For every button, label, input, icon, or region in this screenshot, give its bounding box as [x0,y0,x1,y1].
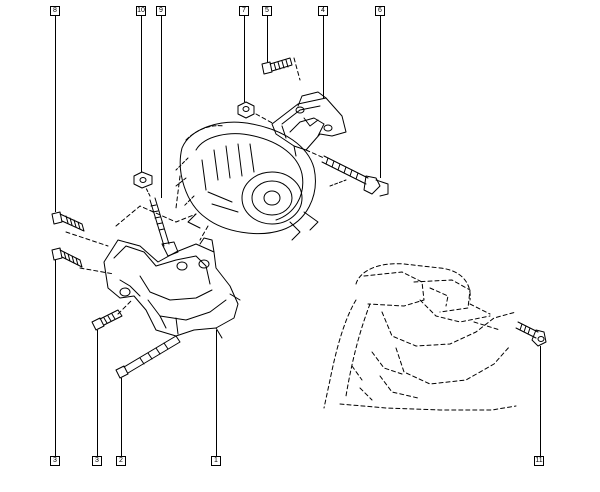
bolt-3-middle [91,309,123,331]
callout-10: 10 [136,6,146,16]
callout-7: 7 [239,6,249,16]
bolt-8 [51,211,85,232]
leader-line-1 [216,330,217,456]
long-bolt-2 [115,335,181,379]
screw-5 [261,57,301,81]
leader-line-3-mid [97,330,98,456]
callout-5: 5 [262,6,272,16]
callout-8: 8 [50,6,60,16]
nut-7 [237,101,275,125]
leader-line-5 [267,16,268,62]
stud-9 [145,187,179,257]
nut-10 [133,171,153,189]
bolt-3-left [51,247,83,268]
leader-line-8 [55,16,56,212]
leader-line-7 [244,16,245,102]
alternator [175,121,319,241]
callout-3-mid: 3 [92,456,102,466]
leader-line-10 [141,16,142,172]
long-bolt-6 [305,149,389,197]
leader-line-9 [161,16,162,198]
callout-4: 4 [318,6,328,16]
leader-line-2 [121,378,122,456]
callout-2: 2 [116,456,126,466]
lower-mounting-bracket [103,237,241,339]
bolt-11 [515,321,547,347]
leader-line-6 [380,16,381,178]
leader-line-11 [540,346,541,456]
callout-6: 6 [375,6,385,16]
upper-mounting-bracket [271,91,347,157]
leader-line-4 [323,16,324,98]
ghost-engine-outline [323,263,517,411]
leader-line-3-left [55,260,56,456]
callout-9: 9 [156,6,166,16]
callout-1: 1 [211,456,221,466]
callout-11: 11 [534,456,544,466]
callout-3-left: 3 [50,456,60,466]
